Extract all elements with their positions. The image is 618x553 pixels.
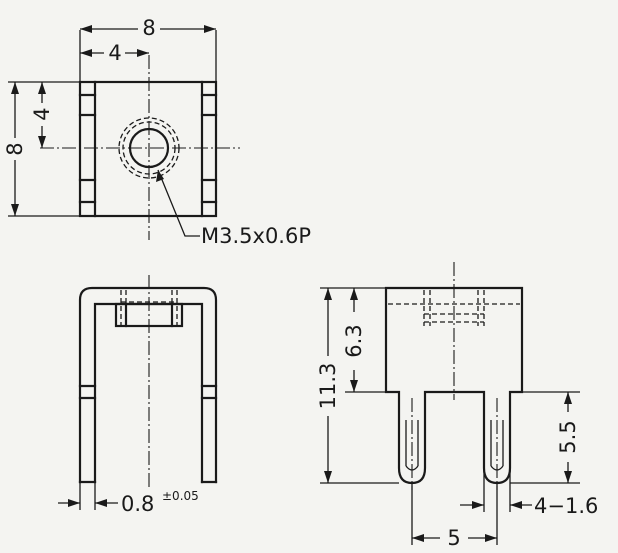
front-view: 0.8 ±0.05 <box>58 275 218 516</box>
side-thread-hidden <box>388 290 520 326</box>
pin-pitch-label: 5 <box>447 526 460 550</box>
top-width-label: 8 <box>142 16 155 40</box>
right-edge-ticks <box>200 93 218 204</box>
side-view: 11.3 6.3 5.5 4−1.6 5 <box>316 262 598 550</box>
bracket-outer-outline <box>78 286 218 484</box>
overall-height-label: 11.3 <box>316 363 340 410</box>
thickness-tolerance-label: ±0.05 <box>162 489 199 503</box>
pin-width-label: 4−1.6 <box>534 494 598 518</box>
thread-leader-line <box>157 169 200 237</box>
top-view-outline <box>78 80 218 218</box>
thread-callout-label: M3.5x0.6P <box>201 224 311 248</box>
top-height-label: 8 <box>3 142 27 155</box>
top-half-height-label: 4 <box>30 107 54 120</box>
thickness-label: 0.8 <box>121 492 154 516</box>
top-half-width-label: 4 <box>108 41 121 65</box>
top-view: 8 4 8 4 M3.5x0.6P <box>3 16 311 248</box>
left-edge-ticks <box>78 93 97 204</box>
pin-length-label: 5.5 <box>556 420 580 453</box>
side-body-outline <box>384 286 524 485</box>
body-height-label: 6.3 <box>342 324 366 357</box>
